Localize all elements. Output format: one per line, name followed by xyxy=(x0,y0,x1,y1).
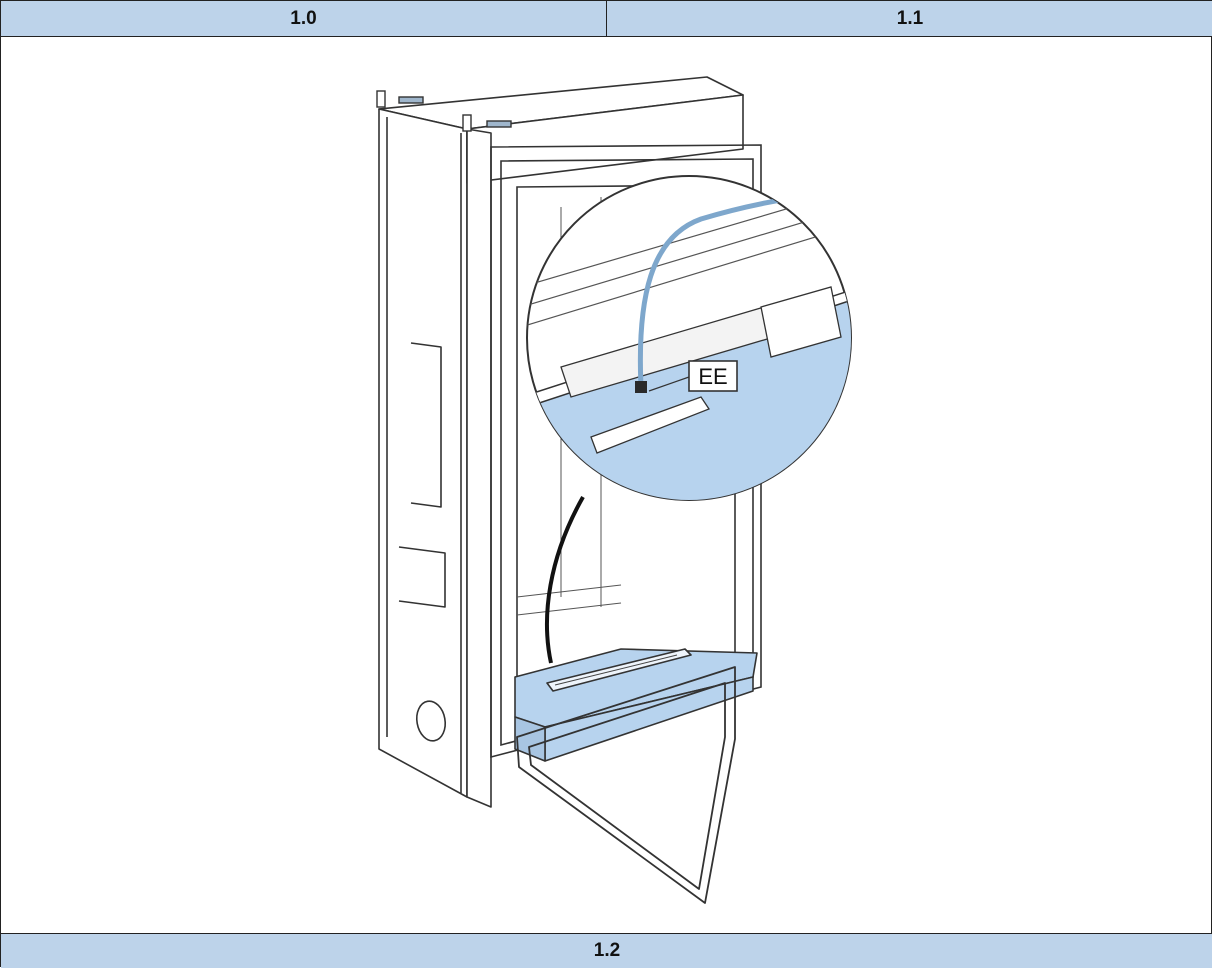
footer-cell-step-1-2: 1.2 xyxy=(1,933,1212,968)
detail-leader xyxy=(545,496,585,664)
callout-ee-label: EE xyxy=(698,364,727,389)
zoom-detail xyxy=(526,175,852,501)
open-door xyxy=(516,666,736,904)
unit-illustration: EE xyxy=(1,37,1212,933)
header-cell-step-1-0: 1.0 xyxy=(1,1,607,37)
header-cell-step-1-1: 1.1 xyxy=(607,1,1212,37)
callout-ee: EE xyxy=(648,360,738,392)
top-brackets xyxy=(376,90,512,132)
control-tray xyxy=(514,648,758,762)
